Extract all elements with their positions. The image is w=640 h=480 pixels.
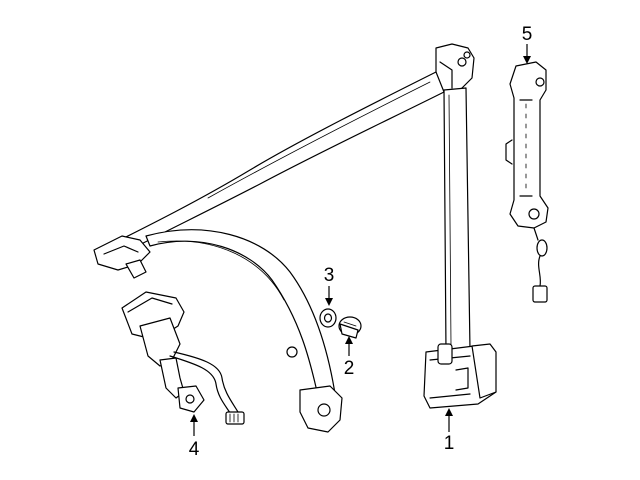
callout-3: 3 [324,265,335,286]
callout-4: 4 [189,439,200,460]
callout-leaders [190,44,531,436]
buckle-assembly [121,291,245,425]
callout-1: 1 [444,433,455,454]
seat-belt-assembly [93,43,497,433]
height-adjuster [505,61,549,303]
washer [319,308,337,328]
callout-5: 5 [522,24,533,45]
anchor-bolt [338,316,362,339]
callout-2: 2 [344,358,355,379]
